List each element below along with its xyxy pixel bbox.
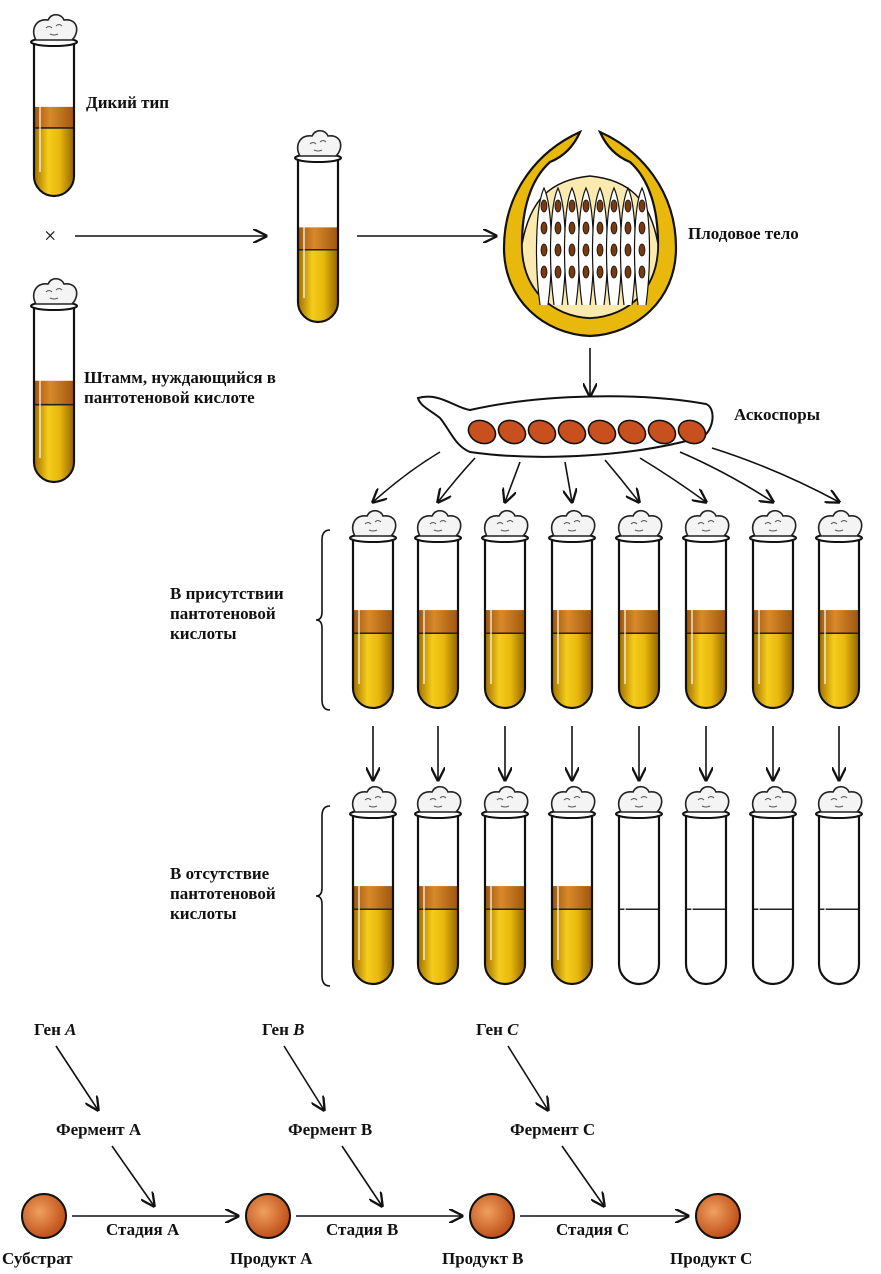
ascus-arrow-2 xyxy=(438,457,476,502)
fruiting-body xyxy=(502,129,678,338)
compound-1 xyxy=(21,1193,67,1239)
ascus-arrow-3 xyxy=(505,461,521,502)
gene-b-arrow xyxy=(283,1045,324,1110)
compound-2 xyxy=(245,1193,291,1239)
compound-4 xyxy=(695,1193,741,1239)
compound-3 xyxy=(469,1193,515,1239)
stage-c-label: Стадия С xyxy=(556,1220,630,1239)
with-pantothenic-tube-6 xyxy=(682,509,730,710)
enzyme-c-arrow xyxy=(561,1145,604,1206)
ascospore-2 xyxy=(497,419,527,445)
ascus-arrow-1 xyxy=(373,451,441,502)
fruiting-body-label: Плодовое тело xyxy=(688,224,799,243)
with-pantothenic-tube-7 xyxy=(749,509,797,710)
with-pantothenic-label: В присутствии пантотеновой кислоты xyxy=(170,584,284,643)
ascus-arrow-8 xyxy=(711,447,839,502)
enzyme-b-arrow xyxy=(341,1145,382,1206)
wild-type-tube xyxy=(30,13,78,198)
with-pantothenic-tube-8 xyxy=(815,509,863,710)
cross-progeny-tube xyxy=(294,129,342,324)
enzyme-a-label: Фермент А xyxy=(56,1120,142,1139)
substrate-label: Субстрат xyxy=(2,1249,73,1268)
gene-a-label: Ген A xyxy=(34,1020,77,1039)
ascospore-5 xyxy=(587,419,617,445)
ascospore-7 xyxy=(647,419,677,445)
ascospore-3 xyxy=(527,419,557,445)
without-pantothenic-tube-8 xyxy=(815,785,863,986)
ascus-arrow-5 xyxy=(604,459,639,502)
stage-a-label: Стадия А xyxy=(106,1220,180,1239)
mutant-strain-label: Штамм, нуждающийся в пантотеновой кислот… xyxy=(84,368,276,407)
without-pantothenic-bracket xyxy=(315,805,331,987)
stage-b-label: Стадия В xyxy=(326,1220,399,1239)
enzyme-b-label: Фермент В xyxy=(288,1120,373,1139)
enzyme-a-arrow xyxy=(111,1145,154,1206)
enzyme-c-label: Фермент С xyxy=(510,1120,596,1139)
ascus-arrow-6 xyxy=(639,457,706,502)
with-pantothenic-tube-5 xyxy=(615,509,663,710)
without-pantothenic-tube-3 xyxy=(481,785,529,986)
ascus-arrow-4 xyxy=(565,461,572,502)
ascospore-1 xyxy=(467,419,497,445)
ascospore-8 xyxy=(677,419,707,445)
without-pantothenic-tube-2 xyxy=(414,785,462,986)
ascospore-4 xyxy=(557,419,587,445)
without-pantothenic-label: В отсутствие пантотеновой кислоты xyxy=(170,864,276,923)
with-pantothenic-tube-1 xyxy=(349,509,397,710)
ascospore-6 xyxy=(617,419,647,445)
without-pantothenic-tube-4 xyxy=(548,785,596,986)
without-pantothenic-tube-1 xyxy=(349,785,397,986)
gene-c-label: Ген C xyxy=(476,1020,519,1039)
product-a-label: Продукт А xyxy=(230,1249,313,1268)
ascospores-label: Аскоспоры xyxy=(734,405,821,424)
wild-type-label: Дикий тип xyxy=(86,93,170,112)
with-pantothenic-tube-4 xyxy=(548,509,596,710)
without-pantothenic-tube-7 xyxy=(749,785,797,986)
product-b-label: Продукт В xyxy=(442,1249,524,1268)
with-pantothenic-tube-2 xyxy=(414,509,462,710)
product-c-label: Продукт С xyxy=(670,1249,753,1268)
cross-symbol: × xyxy=(44,223,57,248)
gene-a-arrow xyxy=(55,1045,98,1110)
gene-c-arrow xyxy=(507,1045,548,1110)
mutant-strain-tube xyxy=(30,277,78,484)
without-pantothenic-tube-6 xyxy=(682,785,730,986)
ascus-arrow-7 xyxy=(679,451,773,502)
gene-b-label: Ген B xyxy=(262,1020,305,1039)
with-pantothenic-tube-3 xyxy=(481,509,529,710)
ascus xyxy=(416,395,714,458)
with-pantothenic-bracket xyxy=(315,529,331,711)
without-pantothenic-tube-5 xyxy=(615,785,663,986)
